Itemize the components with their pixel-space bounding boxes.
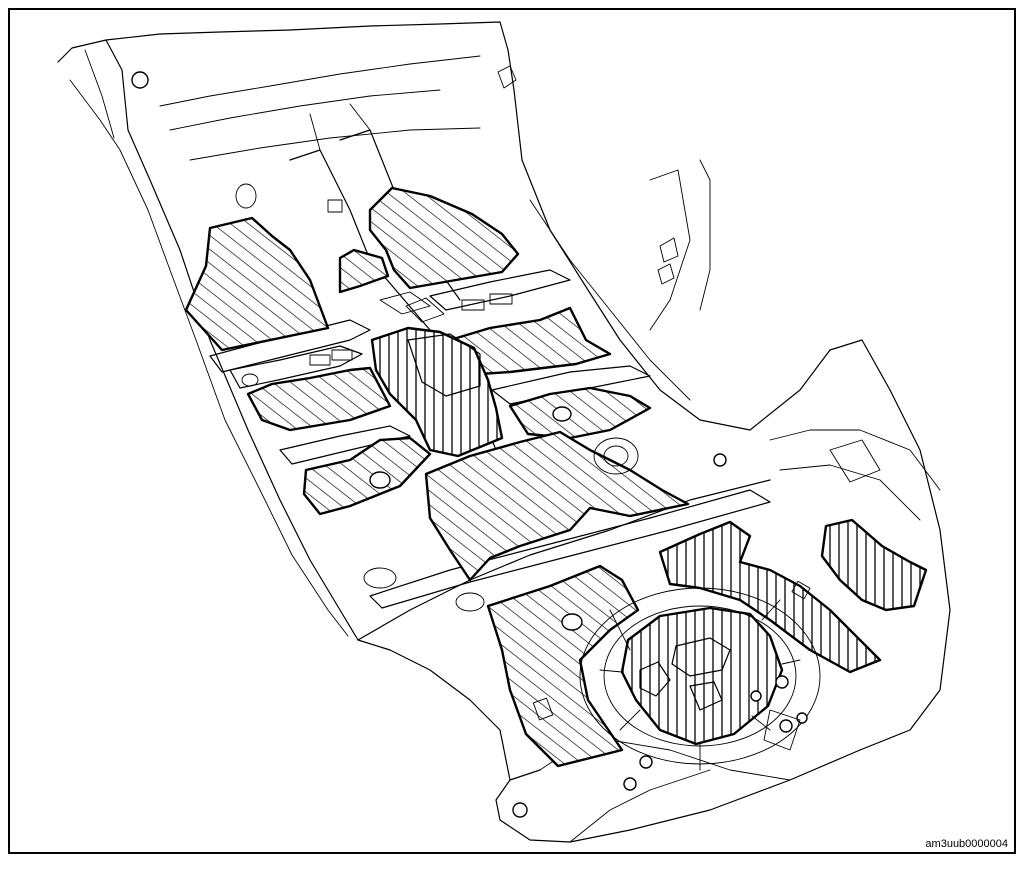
- pad-rear-quarter: [820, 518, 928, 612]
- pad-spare-tire-well: [620, 606, 784, 746]
- pad-middle-left: [246, 366, 392, 432]
- spare-tire-well-detail: [579, 587, 821, 771]
- pad-front-right: [368, 186, 520, 290]
- pad-tunnel-front: [338, 248, 390, 294]
- pad-rear-seat-left: [486, 564, 640, 768]
- insulator-pads: [184, 186, 928, 768]
- pad-tunnel-middle: [370, 326, 504, 458]
- floor-insulator-diagram: [57, 21, 951, 843]
- floor-pan-outline: [57, 21, 951, 843]
- pad-rear-left: [302, 436, 432, 516]
- pad-front-left: [184, 216, 330, 352]
- diagram-frame: am3uub0000004: [8, 8, 1016, 854]
- pad-rear-seat-right: [658, 520, 882, 674]
- fixture-holes: [131, 65, 881, 818]
- pad-center-rear: [424, 430, 690, 582]
- pad-right-middle: [508, 386, 652, 440]
- figure-reference-code: am3uub0000004: [925, 838, 1008, 850]
